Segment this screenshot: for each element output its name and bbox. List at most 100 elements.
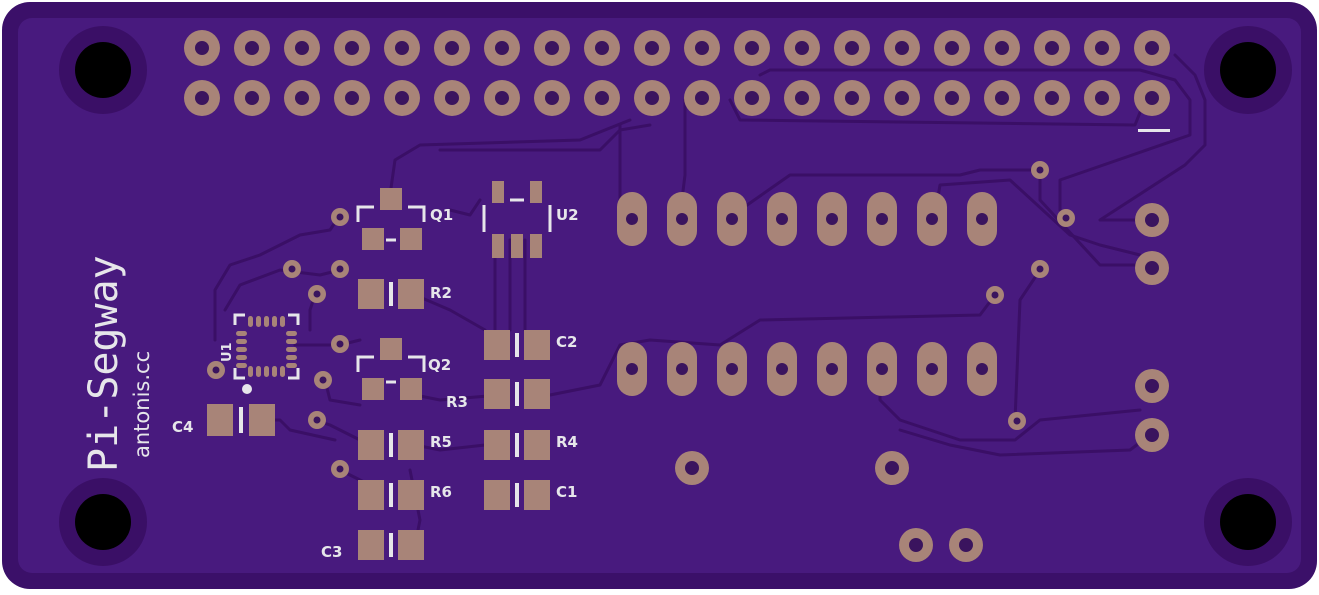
via-drill bbox=[313, 416, 321, 424]
q1-label: Q1 bbox=[430, 206, 453, 224]
via-drill bbox=[212, 366, 220, 374]
smd-pad-icon bbox=[264, 316, 269, 327]
drill-hole bbox=[1095, 41, 1109, 55]
drill-hole bbox=[876, 213, 888, 225]
q2-footprint: Q2 bbox=[356, 338, 451, 400]
smd-pad-icon bbox=[484, 379, 510, 409]
drill-hole bbox=[445, 41, 459, 55]
smd-pad-icon bbox=[398, 279, 424, 309]
via-drill bbox=[336, 340, 344, 348]
smd-pad-icon bbox=[362, 378, 384, 400]
drill-hole bbox=[595, 91, 609, 105]
r3-footprint: R3 bbox=[446, 379, 550, 411]
gpio-header bbox=[184, 30, 1170, 116]
smd-pad-icon bbox=[398, 480, 424, 510]
via-drill bbox=[336, 465, 344, 473]
drill-hole bbox=[926, 213, 938, 225]
drill-hole bbox=[1145, 91, 1159, 105]
connector-j3 bbox=[1135, 369, 1169, 452]
smd-pad-icon bbox=[249, 404, 275, 436]
drill-hole bbox=[976, 363, 988, 375]
smd-pad-icon bbox=[256, 366, 261, 377]
smd-pad-icon bbox=[400, 228, 422, 250]
r4-footprint: R4 bbox=[484, 430, 578, 460]
drill-hole bbox=[726, 363, 738, 375]
drill-hole bbox=[845, 91, 859, 105]
smd-pad-icon bbox=[492, 234, 504, 258]
drill-hole bbox=[695, 91, 709, 105]
drill-hole bbox=[976, 213, 988, 225]
via-drill bbox=[319, 376, 327, 384]
drill-hole bbox=[845, 41, 859, 55]
drill-hole bbox=[195, 41, 209, 55]
drill-hole bbox=[245, 41, 259, 55]
drill-hole bbox=[545, 41, 559, 55]
connector-j2 bbox=[1135, 203, 1169, 285]
c1-footprint: C1 bbox=[484, 480, 577, 510]
r4-label: R4 bbox=[556, 433, 578, 451]
via-drill bbox=[991, 291, 999, 299]
drill-hole bbox=[676, 363, 688, 375]
smd-pad-icon bbox=[286, 363, 297, 368]
connector-j4 bbox=[899, 528, 983, 562]
smd-pad-icon bbox=[286, 331, 297, 336]
via-drill bbox=[1036, 166, 1044, 174]
smd-pad-icon bbox=[236, 363, 247, 368]
u2-footprint: U2 bbox=[482, 181, 579, 258]
drill-hole bbox=[895, 41, 909, 55]
via-drill bbox=[1013, 417, 1021, 425]
drill-hole bbox=[645, 41, 659, 55]
r6-label: R6 bbox=[430, 483, 452, 501]
smd-pad-icon bbox=[358, 480, 384, 510]
via-drill bbox=[288, 265, 296, 273]
single-pads bbox=[675, 451, 909, 485]
c4-label: C4 bbox=[172, 418, 193, 436]
r6-footprint: R6 bbox=[358, 480, 452, 510]
drill-hole bbox=[945, 91, 959, 105]
drill-hole bbox=[495, 41, 509, 55]
q1-footprint: Q1 bbox=[356, 188, 453, 250]
pin1-marker bbox=[1138, 129, 1170, 132]
drill-hole bbox=[776, 213, 788, 225]
drill-hole bbox=[876, 363, 888, 375]
c2-footprint: C2 bbox=[484, 330, 577, 360]
smd-pad-icon bbox=[248, 366, 253, 377]
drill-hole bbox=[826, 363, 838, 375]
smd-pad-icon bbox=[236, 347, 247, 352]
drill-hole bbox=[495, 91, 509, 105]
drill-hole bbox=[545, 91, 559, 105]
via-drill bbox=[336, 213, 344, 221]
smd-pad-icon bbox=[272, 316, 277, 327]
u2-label: U2 bbox=[556, 206, 579, 224]
smd-pad-icon bbox=[380, 338, 402, 360]
board-title: Pi-Segway bbox=[81, 255, 127, 472]
c3-label: C3 bbox=[321, 543, 342, 561]
smd-pad-icon bbox=[484, 480, 510, 510]
smd-pad-icon bbox=[524, 379, 550, 409]
mounting-hole-icon bbox=[75, 494, 131, 550]
mounting-holes bbox=[59, 26, 1292, 566]
smd-pad-icon bbox=[530, 181, 542, 203]
drill-hole bbox=[395, 41, 409, 55]
smd-pad-icon bbox=[358, 530, 384, 560]
smd-pad-icon bbox=[256, 316, 261, 327]
drill-hole bbox=[395, 91, 409, 105]
smd-pad-icon bbox=[362, 228, 384, 250]
smd-pad-icon bbox=[398, 530, 424, 560]
q2-label: Q2 bbox=[428, 356, 451, 374]
drill-hole bbox=[945, 41, 959, 55]
smd-pad-icon bbox=[492, 181, 504, 203]
c2-label: C2 bbox=[556, 333, 577, 351]
smd-pad-icon bbox=[280, 366, 285, 377]
c3-footprint: C3 bbox=[321, 530, 424, 561]
smd-pad-icon bbox=[207, 404, 233, 436]
dip-socket bbox=[617, 192, 997, 396]
smd-pad-icon bbox=[264, 366, 269, 377]
drill-hole bbox=[926, 363, 938, 375]
drill-hole bbox=[195, 91, 209, 105]
smd-pad-icon bbox=[524, 480, 550, 510]
r5-footprint: R5 bbox=[358, 430, 452, 460]
drill-hole bbox=[995, 41, 1009, 55]
smd-pad-icon bbox=[484, 430, 510, 460]
